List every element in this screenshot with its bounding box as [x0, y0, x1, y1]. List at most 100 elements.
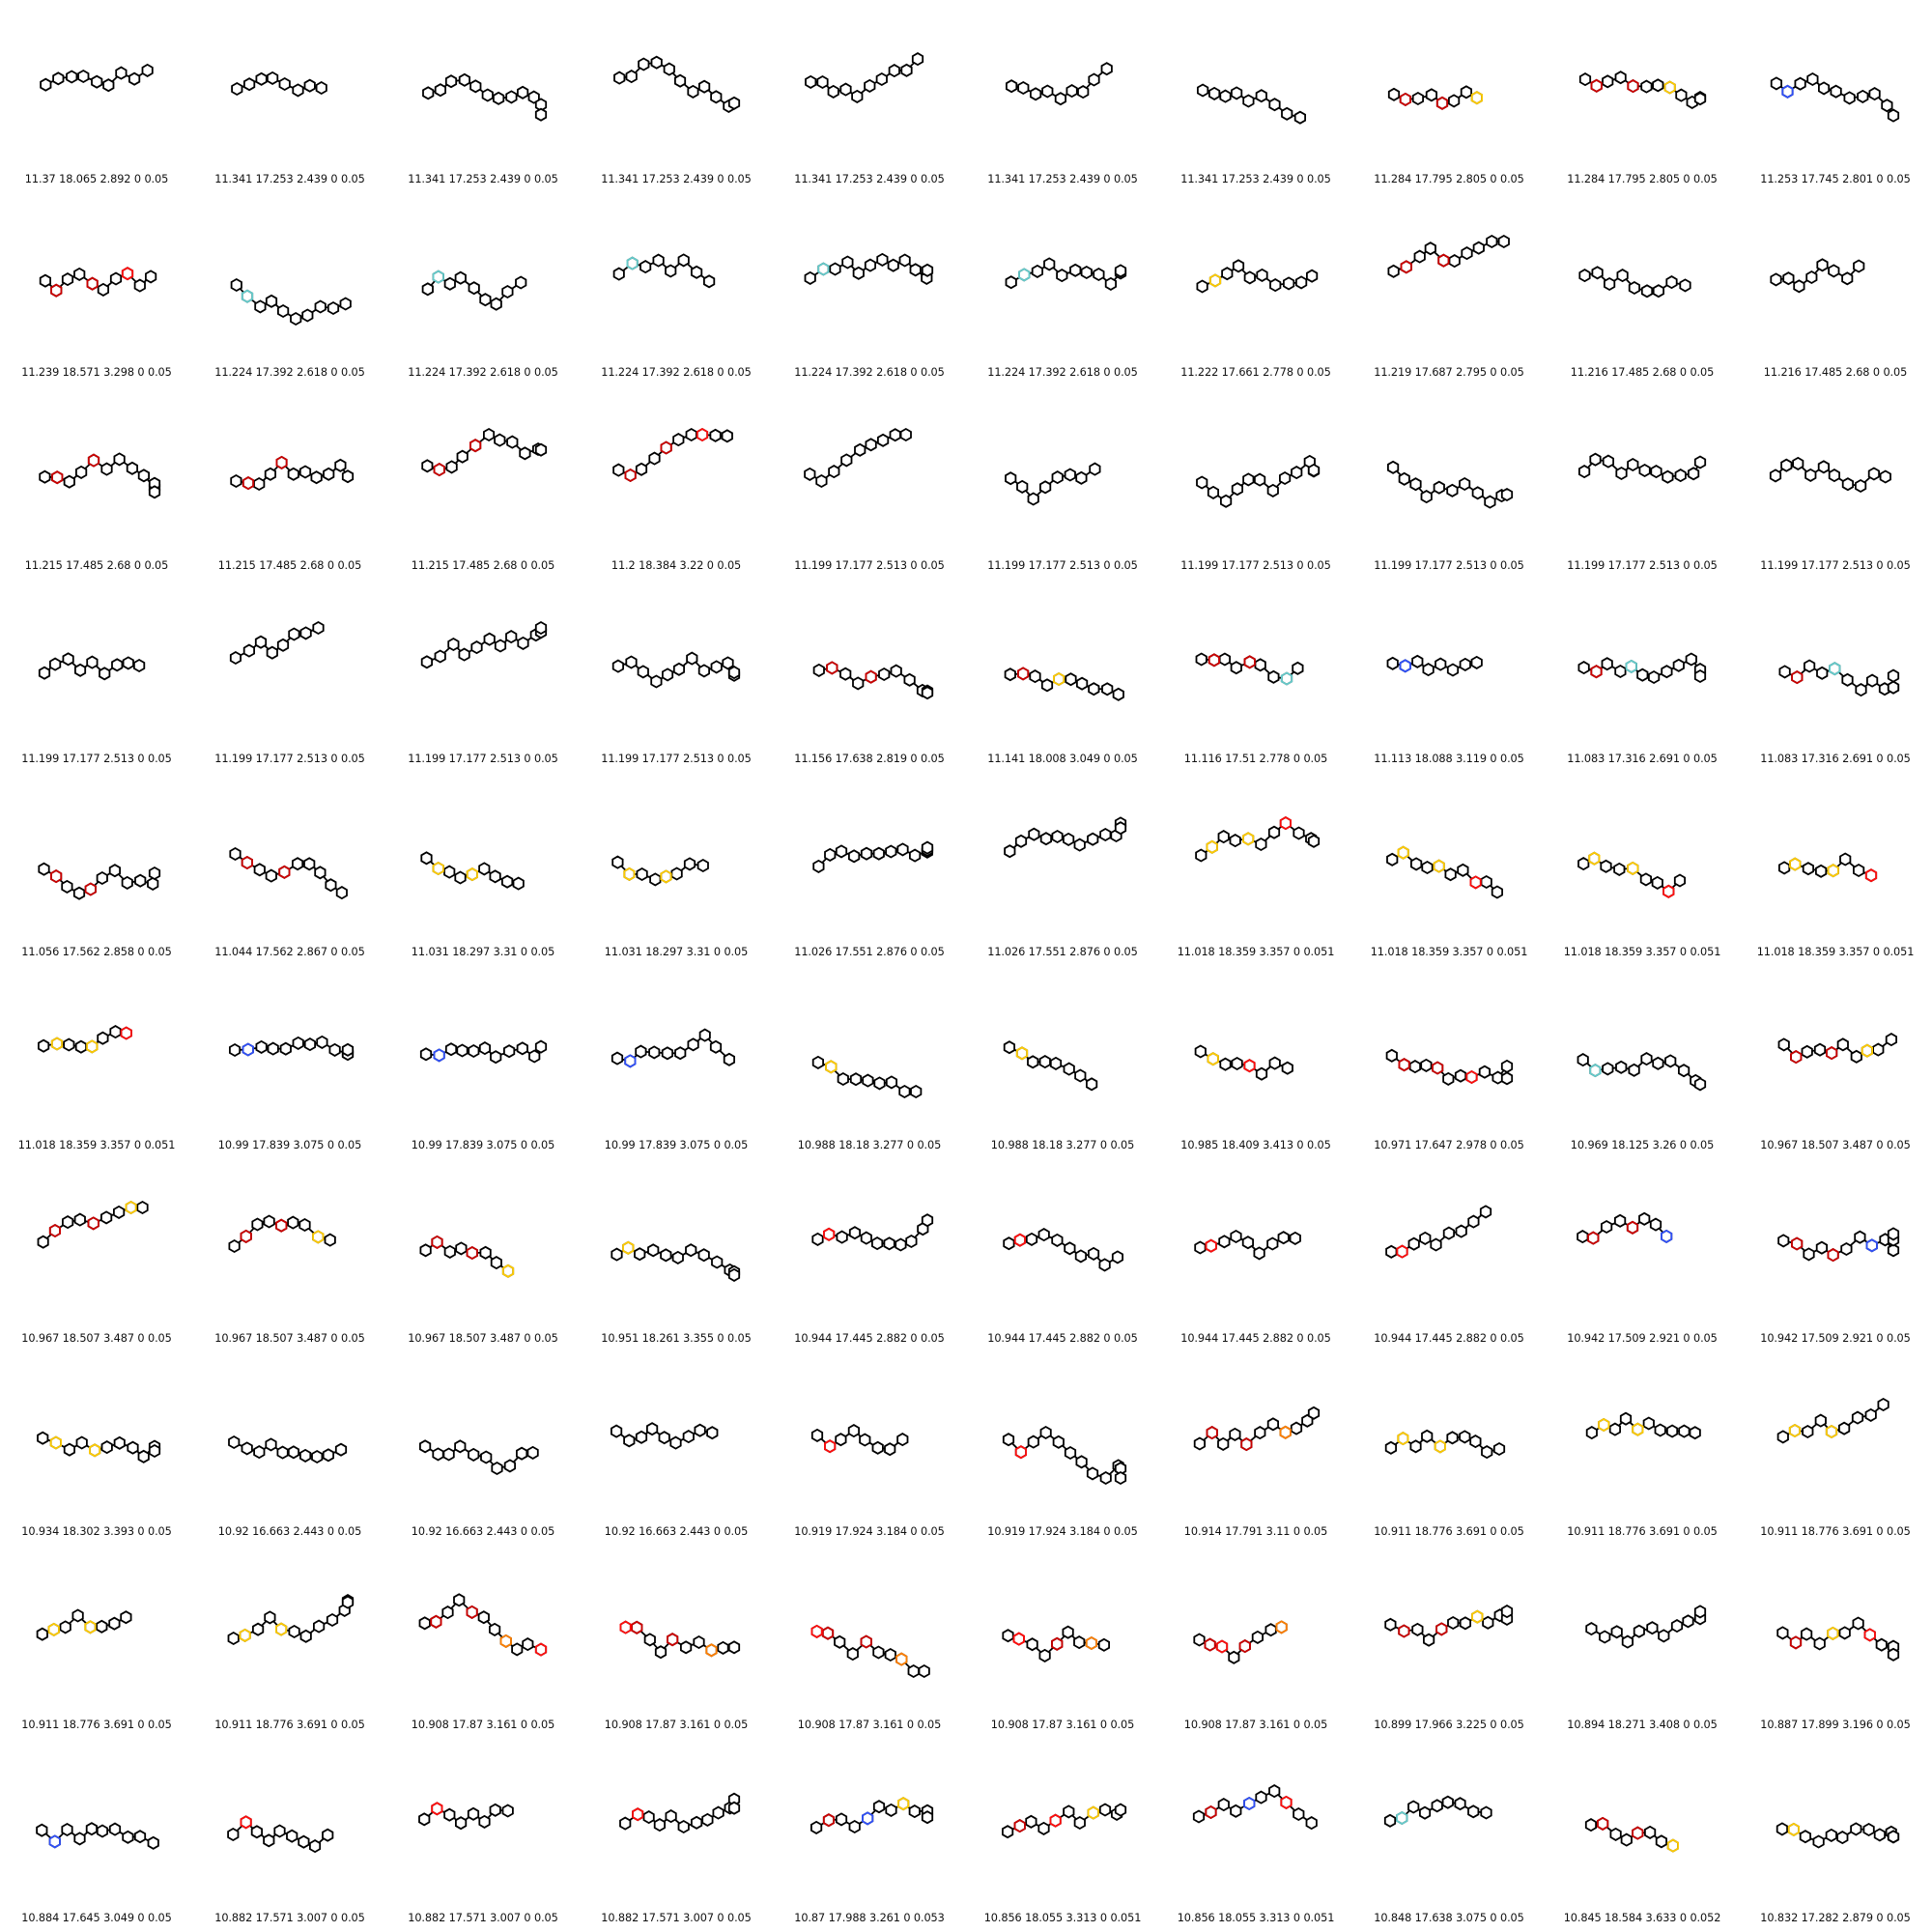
molecule-cell: 11.026 17.551 2.876 0 0.05 [773, 773, 966, 966]
highlight-mark [896, 1797, 910, 1811]
molecule-structure [1577, 652, 1707, 685]
aromatic-ring [298, 465, 312, 479]
molecule-structure [611, 1028, 736, 1068]
molecule-caption: 11.018 18.359 3.357 0 0.051 [1563, 946, 1721, 958]
highlight-mark [84, 1620, 97, 1634]
molecule-cell: 10.911 18.776 3.691 0 0.05 [193, 1546, 386, 1739]
aromatic-ring [1661, 665, 1673, 679]
aromatic-ring [1051, 1233, 1064, 1247]
aromatic-ring [100, 1440, 113, 1455]
molecule-structure [1584, 1816, 1680, 1853]
aromatic-ring [1039, 1425, 1052, 1440]
aromatic-ring [445, 460, 458, 474]
aromatic-ring [1843, 91, 1856, 105]
aromatic-ring [312, 620, 325, 636]
aromatic-ring [834, 1634, 846, 1649]
aromatic-ring [1655, 1834, 1667, 1849]
aromatic-ring [841, 255, 854, 270]
aromatic-ring [694, 1423, 706, 1437]
aromatic-ring [1638, 1211, 1651, 1226]
aromatic-ring [447, 637, 460, 652]
aromatic-ring [1098, 1258, 1111, 1272]
aromatic-ring [455, 1816, 468, 1831]
molecule-caption: 11.044 17.562 2.867 0 0.05 [214, 946, 365, 958]
molecule-cell: 11.018 18.359 3.357 0 0.051 [0, 966, 193, 1159]
aromatic-ring [467, 1806, 480, 1821]
aromatic-ring [63, 1037, 75, 1052]
molecule-structure [1585, 1411, 1701, 1440]
molecule-caption: 11.341 17.253 2.439 0 0.05 [987, 173, 1138, 185]
aromatic-ring [1666, 1424, 1679, 1438]
aromatic-ring [1472, 241, 1485, 255]
aromatic-ring [1770, 272, 1782, 287]
molecule-caption: 10.99 17.839 3.075 0 0.05 [411, 1139, 555, 1151]
aromatic-ring [315, 80, 327, 96]
aromatic-ring [1446, 663, 1460, 677]
aromatic-ring [334, 1442, 348, 1457]
aromatic-ring [1218, 1235, 1231, 1249]
aromatic-ring [62, 1215, 74, 1230]
molecule-structure [1585, 1605, 1707, 1649]
highlight-mark [51, 470, 64, 485]
aromatic-ring [636, 867, 648, 882]
aromatic-ring [611, 1424, 623, 1438]
aromatic-ring [663, 62, 675, 76]
aromatic-ring [1887, 668, 1900, 683]
aromatic-ring [1111, 1250, 1124, 1264]
molecule-cell: 10.884 17.645 3.049 0 0.05 [0, 1739, 193, 1932]
highlight-mark [624, 1054, 637, 1068]
molecule-cell: 11.156 17.638 2.819 0 0.05 [773, 580, 966, 773]
aromatic-ring [1615, 1060, 1628, 1074]
aromatic-ring [908, 1804, 921, 1819]
aromatic-ring [73, 1212, 86, 1227]
highlight-mark [1013, 1819, 1026, 1833]
aromatic-ring [828, 465, 840, 479]
highlight-mark [469, 439, 482, 453]
aromatic-ring [1065, 672, 1077, 687]
aromatic-ring [470, 640, 483, 655]
highlight-mark [1208, 653, 1220, 668]
aromatic-ring [1076, 676, 1089, 691]
aromatic-ring [1266, 1236, 1279, 1251]
aromatic-ring [921, 1810, 934, 1825]
aromatic-ring [66, 70, 78, 84]
aromatic-ring [1638, 463, 1651, 478]
aromatic-ring [1268, 1056, 1281, 1070]
molecule-caption: 10.911 18.776 3.691 0 0.05 [214, 1719, 365, 1731]
aromatic-ring [1885, 1033, 1898, 1047]
aromatic-ring [1208, 86, 1221, 100]
highlight-mark [1791, 670, 1804, 685]
aromatic-ring [1074, 1249, 1087, 1264]
aromatic-ring [619, 1816, 632, 1831]
aromatic-ring [75, 465, 88, 479]
aromatic-ring [884, 1442, 896, 1457]
aromatic-ring [1467, 1214, 1480, 1229]
aromatic-ring [710, 90, 723, 104]
aromatic-ring [229, 1042, 242, 1058]
aromatic-ring [49, 657, 62, 671]
aromatic-ring [273, 1824, 286, 1838]
aromatic-ring [443, 1244, 456, 1259]
aromatic-ring [635, 462, 648, 476]
aromatic-ring [1408, 1060, 1421, 1074]
molecule-cell: 11.031 18.297 3.31 0 0.05 [580, 773, 773, 966]
aromatic-ring [1851, 1410, 1864, 1425]
highlight-mark [1590, 78, 1603, 93]
aromatic-ring [723, 1052, 736, 1066]
molecule-caption: 10.911 18.776 3.691 0 0.05 [1760, 1525, 1911, 1538]
aromatic-ring [323, 467, 335, 481]
aromatic-ring [847, 1424, 860, 1438]
aromatic-ring [677, 1819, 690, 1834]
aromatic-ring [1384, 1617, 1397, 1632]
molecule-caption: 10.894 18.271 3.408 0 0.05 [1567, 1719, 1718, 1731]
aromatic-ring [635, 1430, 648, 1444]
highlight-mark [626, 256, 639, 270]
highlight-mark [1396, 1244, 1408, 1259]
molecule-cell: 11.056 17.562 2.858 0 0.05 [0, 773, 193, 966]
aromatic-ring [421, 459, 434, 473]
highlight-mark [696, 427, 709, 442]
aromatic-ring [96, 870, 108, 886]
aromatic-ring [491, 1461, 503, 1476]
aromatic-ring [1421, 860, 1434, 875]
aromatic-ring [1770, 76, 1782, 91]
